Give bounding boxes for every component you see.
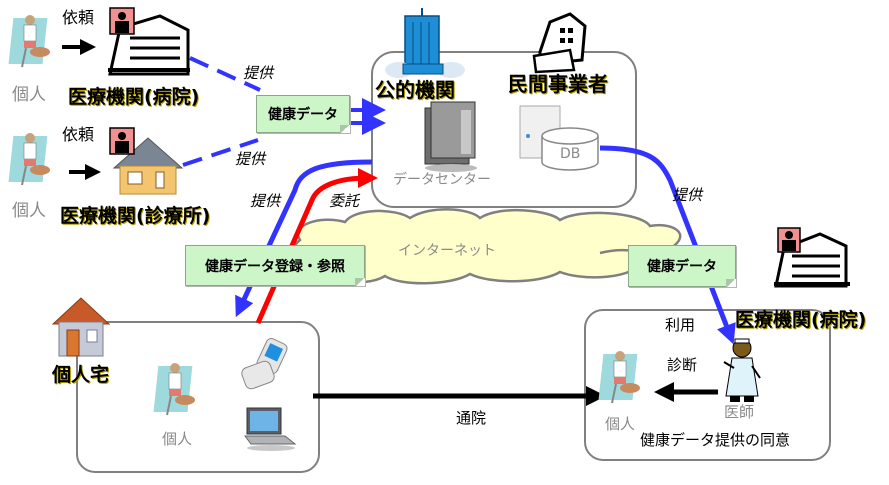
clinic-house-icon [109, 127, 184, 195]
mobile-phone-icon [241, 337, 288, 390]
use-label: 利用 [665, 316, 696, 334]
hospital-box [584, 309, 831, 461]
person-icon [8, 133, 50, 186]
provide-curve-to-hospital [599, 145, 736, 345]
hospital-box-title: 医療機関(病院) [735, 309, 867, 331]
provide-label-4: 提供 [672, 186, 703, 204]
db-label: DB [560, 146, 581, 162]
hospital-building-icon [108, 7, 190, 76]
diagnosis-label: 診断 [667, 356, 698, 374]
note-health-data-top-text: 健康データ [268, 107, 338, 123]
server-icon [424, 101, 477, 172]
provide-label-2: 提供 [235, 150, 266, 168]
note-health-data-register: 健康データ登録・参照 [185, 245, 365, 286]
institution-label-clinic: 医療機関(診療所) [60, 205, 211, 227]
consent-label: 健康データ提供の同意 [640, 431, 791, 449]
public-tower-icon [385, 8, 465, 78]
home-person-label: 個人 [162, 430, 193, 448]
internet-label: インターネット [398, 243, 496, 259]
note-health-data-register-text: 健康データ登録・参照 [205, 258, 345, 275]
public-institution-label: 公的機関 [375, 78, 455, 102]
note-health-data-right: 健康データ [628, 245, 736, 287]
request-label-hospital: 依頼 [62, 8, 95, 27]
person-label-2: 個人 [12, 201, 46, 221]
institution-label-hospital: 医療機関(病院) [68, 86, 200, 108]
database-icon [519, 105, 599, 171]
person-icon [153, 363, 195, 416]
doctor-icon [723, 338, 761, 402]
note-health-data-top: 健康データ [256, 95, 350, 133]
provide-line-hospital [189, 56, 261, 92]
person-icon [598, 351, 640, 404]
private-business-label: 民間事業者 [508, 72, 608, 96]
person-label-1: 個人 [12, 85, 46, 105]
home-icon [51, 297, 111, 357]
provide-label-3: 提供 [250, 192, 281, 210]
laptop-icon [244, 407, 297, 451]
note-health-data-right-text: 健康データ [647, 259, 717, 275]
request-label-clinic: 依頼 [62, 125, 95, 144]
provide-curve-to-home [235, 159, 373, 318]
home-title: 個人宅 [52, 364, 110, 386]
doctor-label: 医師 [724, 403, 755, 421]
provide-label-1: 提供 [243, 64, 274, 82]
entrust-curve [255, 168, 378, 325]
entrust-label: 委託 [329, 192, 360, 210]
datacenter-label: データセンター [393, 172, 491, 188]
visit-label: 通院 [456, 409, 487, 427]
hospital-building-icon-right [774, 227, 850, 288]
provide-line-clinic [182, 138, 259, 167]
person-icon [8, 15, 50, 68]
hospital-person-label: 個人 [605, 415, 636, 433]
private-building-icon [532, 12, 587, 74]
